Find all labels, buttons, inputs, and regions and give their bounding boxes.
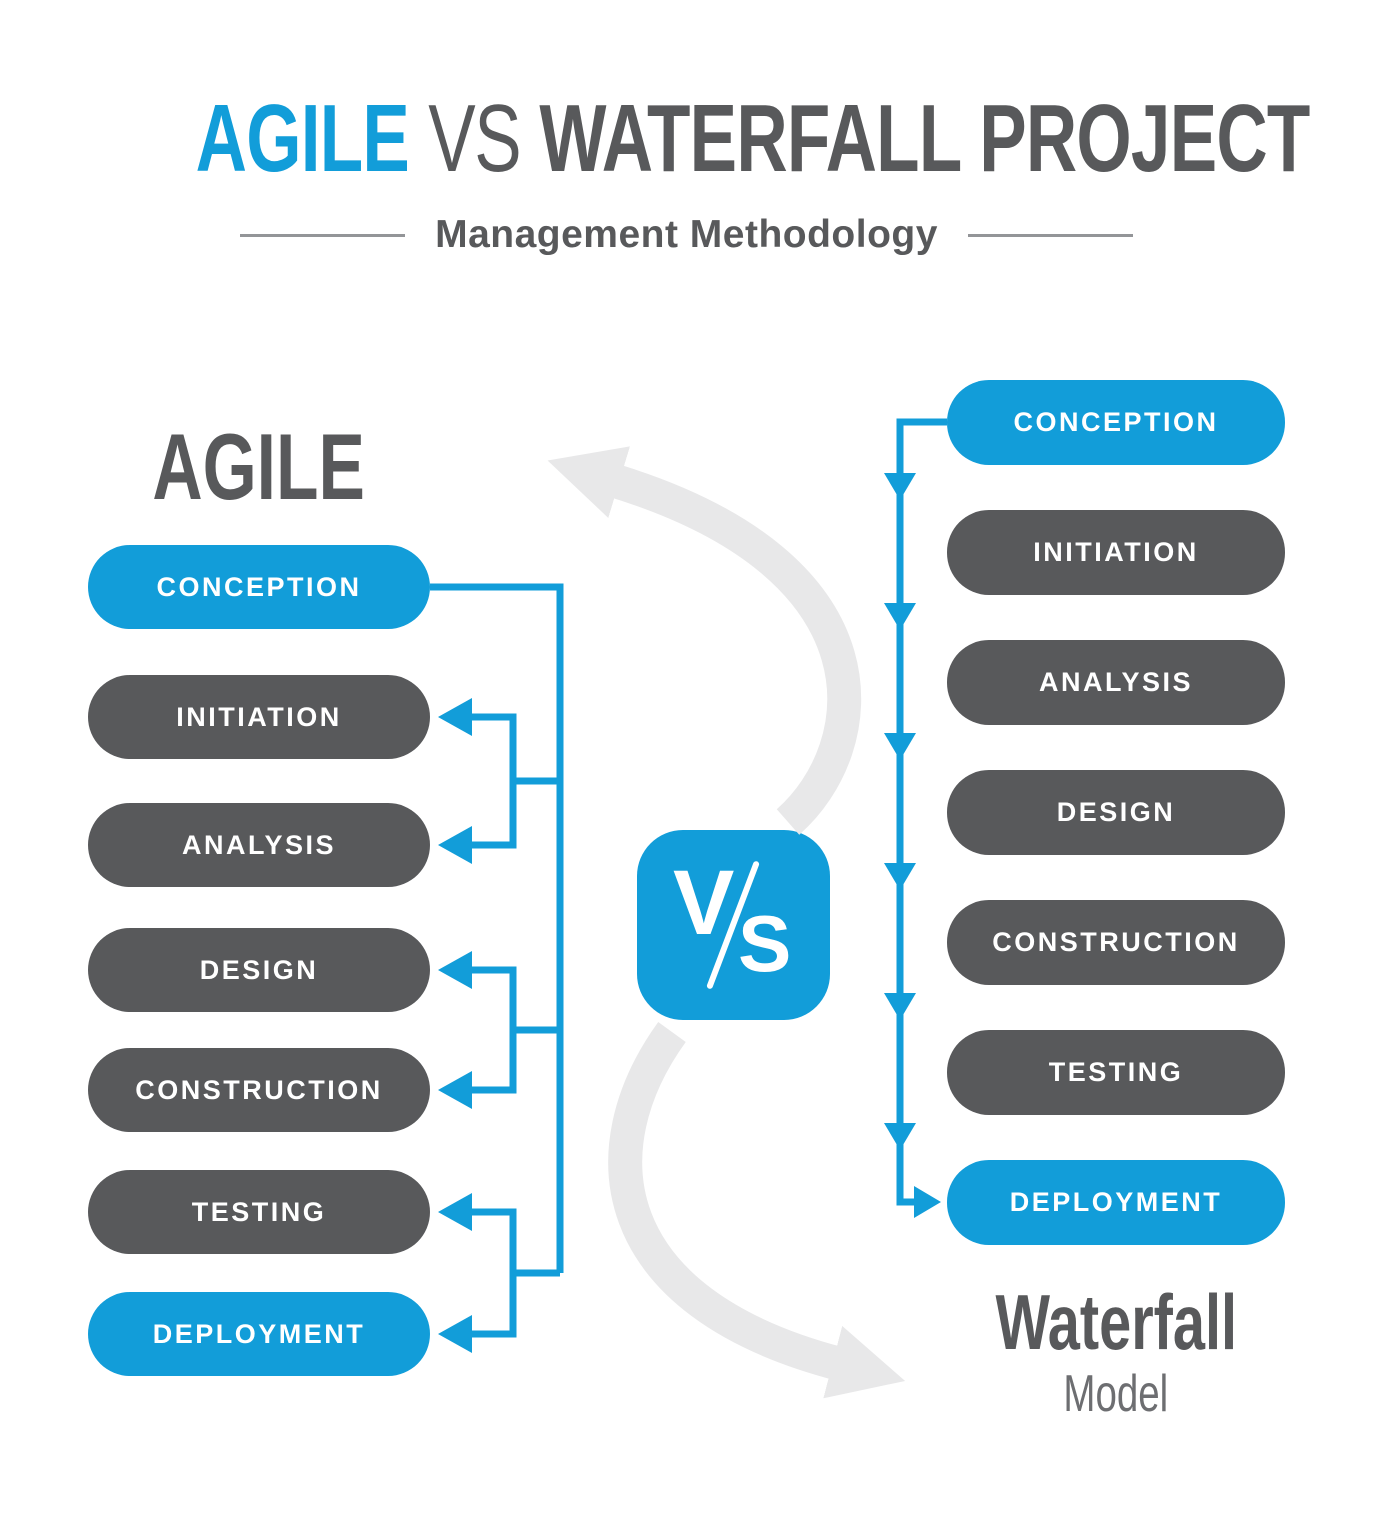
agile-stage-testing-label: TESTING	[191, 1196, 327, 1227]
subtitle: Management Methodology	[0, 212, 1373, 259]
waterfall-stage-construction-label: CONSTRUCTION	[992, 927, 1240, 957]
agile-bracket-2	[468, 966, 560, 1094]
subtitle-text: Management Methodology	[435, 213, 938, 256]
title-word-agile: AGILE	[195, 85, 410, 192]
waterfall-stage-construction: CONSTRUCTION	[947, 900, 1285, 985]
waterfall-flow-line	[896, 418, 947, 1206]
agile-stage-initiation-label: INITIATION	[176, 701, 342, 732]
arrowhead-icon	[884, 1123, 916, 1150]
arrowhead-icon	[438, 1071, 472, 1109]
arrowhead-icon	[914, 1186, 941, 1218]
waterfall-stage-initiation: INITIATION	[947, 510, 1285, 595]
arrowhead-icon	[438, 951, 472, 989]
waterfall-stage-testing: TESTING	[947, 1030, 1285, 1115]
agile-heading-text: AGILE	[152, 414, 366, 519]
vs-badge: V S	[637, 830, 830, 1020]
subtitle-right-line	[967, 233, 1133, 237]
waterfall-stage-testing-label: TESTING	[1048, 1057, 1184, 1087]
agile-section-heading: AGILE	[88, 420, 430, 514]
waterfall-stage-conception: CONCEPTION	[947, 380, 1285, 465]
agile-stage-conception-label: CONCEPTION	[156, 571, 362, 602]
arrowhead-icon	[884, 473, 916, 500]
agile-stage-construction: CONSTRUCTION	[88, 1048, 430, 1132]
vs-badge-v: V	[673, 852, 735, 954]
waterfall-stage-conception-label: CONCEPTION	[1013, 407, 1219, 437]
arrowhead-icon	[884, 993, 916, 1020]
title-word-waterfall-project: WATERFALL PROJECT	[539, 85, 1310, 192]
agile-stage-design: DESIGN	[88, 928, 430, 1012]
agile-stage-design-label: DESIGN	[199, 954, 319, 985]
waterfall-stage-deployment-label: DEPLOYMENT	[1009, 1187, 1223, 1217]
agile-stage-testing: TESTING	[88, 1170, 430, 1254]
waterfall-flow-connector	[896, 418, 947, 1206]
agile-stage-deployment-label: DEPLOYMENT	[152, 1318, 366, 1349]
agile-stage-construction-label: CONSTRUCTION	[135, 1074, 383, 1105]
agile-trunk-line	[430, 583, 564, 1273]
arrowhead-icon	[438, 826, 472, 864]
agile-stage-deployment: DEPLOYMENT	[88, 1292, 430, 1376]
waterfall-stage-design-label: DESIGN	[1056, 797, 1176, 827]
arrowhead-icon	[438, 1315, 472, 1353]
subtitle-left-line	[240, 233, 406, 237]
agile-bracket-3	[468, 1208, 560, 1338]
agile-feedback-connectors	[430, 583, 564, 1338]
agile-bracket-1	[468, 713, 560, 849]
waterfall-flow-arrowheads	[884, 473, 941, 1218]
arrowhead-icon	[438, 698, 472, 736]
agile-stage-analysis-label: ANALYSIS	[181, 829, 337, 860]
waterfall-subheading-text: Model	[1063, 1365, 1169, 1423]
waterfall-stage-initiation-label: INITIATION	[1033, 537, 1199, 567]
arrowhead-icon	[438, 1193, 472, 1231]
waterfall-stage-analysis-label: ANALYSIS	[1038, 667, 1194, 697]
arrowhead-icon	[884, 603, 916, 630]
curved-arrow-to-agile-icon	[547, 446, 862, 835]
title-word-vs: VS	[428, 85, 521, 192]
arrowhead-icon	[884, 863, 916, 890]
agile-stage-initiation: INITIATION	[88, 675, 430, 759]
waterfall-stage-deployment: DEPLOYMENT	[947, 1160, 1285, 1245]
waterfall-stage-design: DESIGN	[947, 770, 1285, 855]
waterfall-section-heading: Waterfall Model	[947, 1283, 1285, 1420]
vs-badge-s: S	[738, 899, 792, 988]
agile-feedback-arrowheads	[438, 698, 472, 1353]
agile-stage-analysis: ANALYSIS	[88, 803, 430, 887]
curved-arrow-to-waterfall-icon	[608, 1022, 906, 1399]
waterfall-stage-analysis: ANALYSIS	[947, 640, 1285, 725]
arrowhead-icon	[884, 733, 916, 760]
agile-stage-conception: CONCEPTION	[88, 545, 430, 629]
waterfall-heading-text: Waterfall	[995, 1278, 1237, 1366]
